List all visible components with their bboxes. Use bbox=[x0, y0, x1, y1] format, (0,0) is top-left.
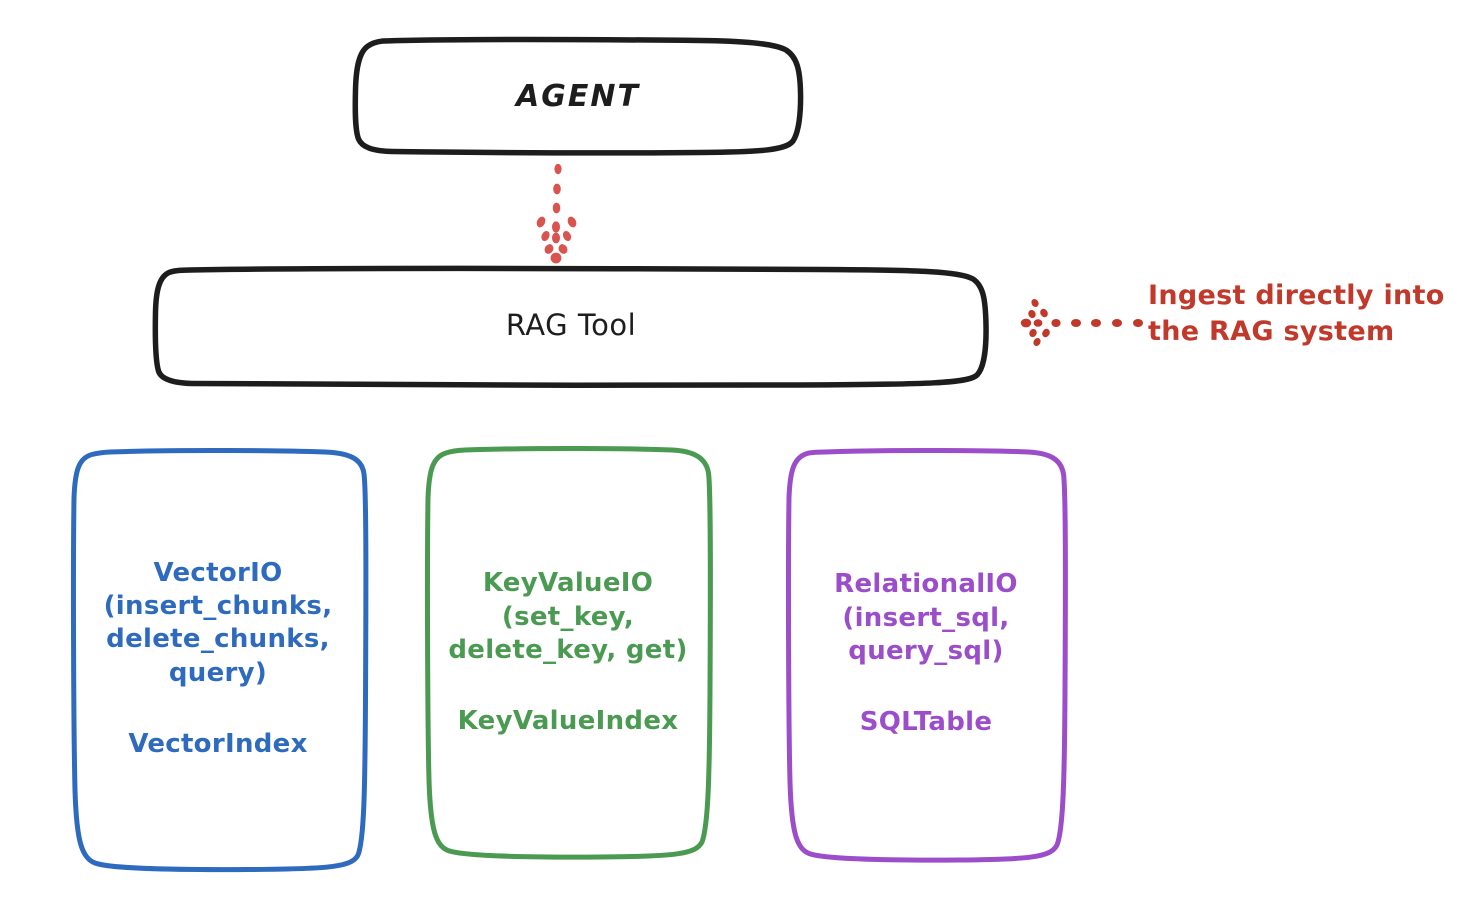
relational-io-box-outline bbox=[785, 447, 1068, 863]
ingest-pointer-arrow bbox=[1020, 298, 1143, 347]
agent-node[interactable] bbox=[352, 36, 804, 156]
key-value-io-node[interactable] bbox=[424, 445, 713, 860]
rag-tool-box-outline bbox=[152, 265, 989, 389]
rag-tool-node[interactable] bbox=[152, 265, 989, 389]
agent-to-rag-arrow bbox=[536, 163, 577, 264]
key-value-io-box-outline bbox=[424, 445, 713, 860]
agent-box-outline bbox=[352, 36, 804, 156]
relational-io-node[interactable] bbox=[785, 447, 1068, 863]
vector-io-node[interactable] bbox=[70, 447, 369, 873]
vector-io-box-outline bbox=[70, 447, 369, 873]
